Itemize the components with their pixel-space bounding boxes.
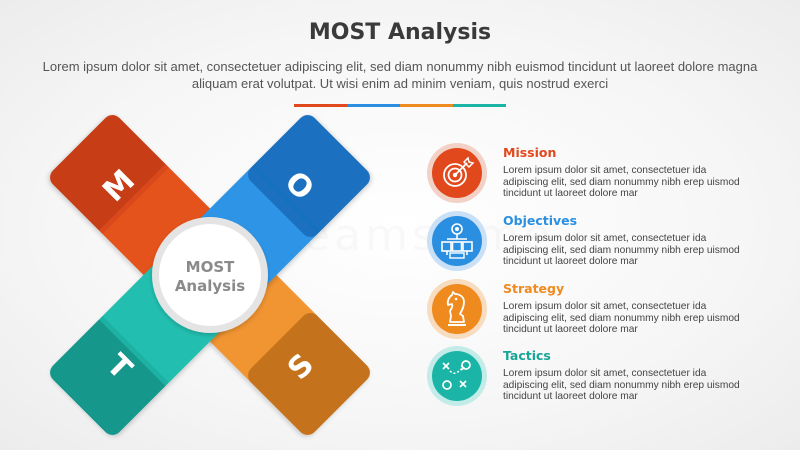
tactics-icon-badge <box>426 345 488 407</box>
objectives-heading: Objectives <box>503 213 578 228</box>
chess-knight-icon <box>427 279 487 339</box>
mission-heading: Mission <box>503 145 557 160</box>
blue-bar-outer <box>248 115 370 237</box>
tactics-body: Lorem ipsum dolor sit amet, consectetuer… <box>503 368 740 403</box>
page-subtitle: Lorem ipsum dolor sit amet, consectetuer… <box>42 59 758 91</box>
mission-item: Mission Lorem ipsum dolor sit amet, cons… <box>503 145 743 200</box>
objectives-icon-badge <box>426 210 488 272</box>
org-chart-icon <box>427 211 487 271</box>
target-icon <box>427 143 487 203</box>
strategy-body: Lorem ipsum dolor sit amet, consectetuer… <box>503 301 740 336</box>
center-circle <box>159 224 261 326</box>
page-title: MOST Analysis <box>308 20 492 45</box>
divider-orange <box>400 104 453 107</box>
center-label-line2: Analysis <box>175 277 245 295</box>
mission-icon-badge <box>426 142 488 204</box>
objectives-body: Lorem ipsum dolor sit amet, consectetuer… <box>503 233 740 268</box>
tactics-board-icon <box>427 346 487 406</box>
tactics-item: Tactics Lorem ipsum dolor sit amet, cons… <box>503 348 743 403</box>
strategy-heading: Strategy <box>503 281 565 296</box>
divider-teal <box>453 104 506 107</box>
divider-red <box>294 104 347 107</box>
center-label-line1: MOST <box>186 258 235 276</box>
objectives-item: Objectives Lorem ipsum dolor sit amet, c… <box>503 213 743 268</box>
strategy-item: Strategy Lorem ipsum dolor sit amet, con… <box>503 281 743 336</box>
mission-body: Lorem ipsum dolor sit amet, consectetuer… <box>503 165 740 200</box>
orange-bar-outer <box>248 313 370 435</box>
strategy-icon-badge <box>426 278 488 340</box>
divider-blue <box>347 104 400 107</box>
tactics-heading: Tactics <box>503 348 551 363</box>
